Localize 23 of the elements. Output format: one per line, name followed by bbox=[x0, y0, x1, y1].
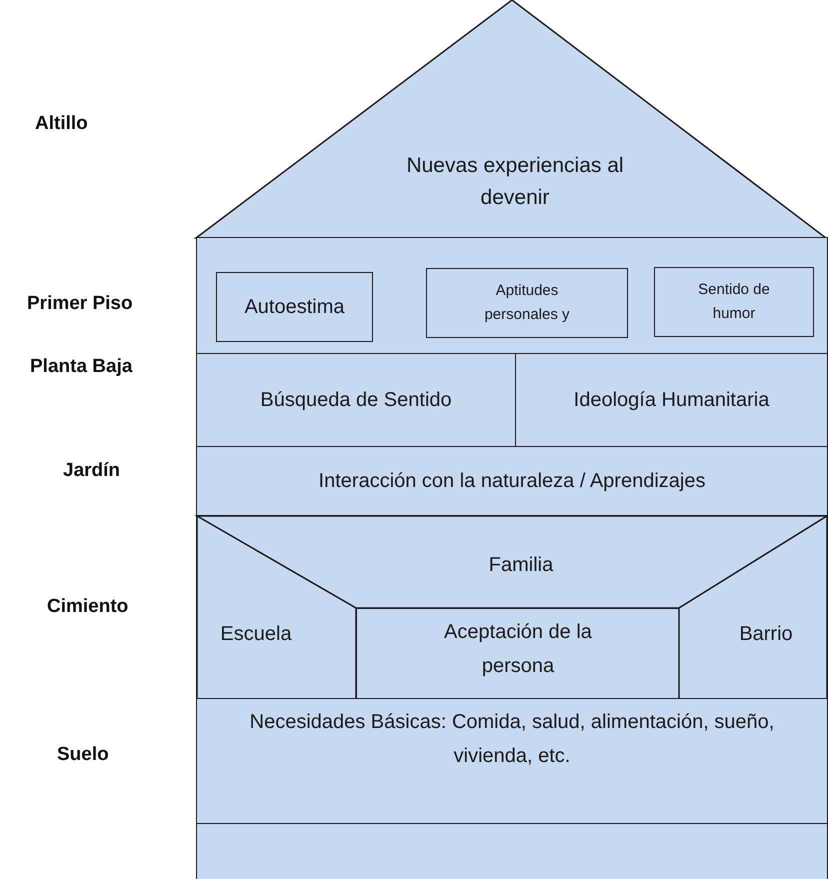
floor-label: Primer Piso bbox=[27, 293, 133, 315]
text-box: Aptitudes personales y bbox=[426, 268, 628, 338]
section-text: Barrio bbox=[738, 622, 794, 647]
floor-label: Planta Baja bbox=[30, 356, 132, 378]
floor-band bbox=[196, 237, 828, 354]
floor-label: Altillo bbox=[35, 113, 88, 135]
floor-band bbox=[196, 823, 828, 879]
section-text: Escuela bbox=[219, 622, 293, 647]
floor-section: Aceptación de la persona bbox=[356, 608, 680, 700]
floor-section: Interacción con la naturaleza / Aprendizajes bbox=[196, 446, 828, 516]
section-text: Familia bbox=[488, 553, 554, 578]
roof-section bbox=[196, 0, 828, 238]
floor-label: Cimiento bbox=[47, 596, 128, 618]
floor-label: Suelo bbox=[57, 744, 109, 766]
floor-band bbox=[196, 515, 828, 699]
text-box: Sentido de humor bbox=[654, 267, 814, 337]
floor-section bbox=[679, 516, 828, 700]
text-box: Autoestima bbox=[216, 272, 373, 342]
floor-section: Ideología Humanitaria bbox=[515, 353, 828, 447]
section-text: Nuevas experiencias al devenir bbox=[405, 153, 625, 211]
floor-label: Jardín bbox=[63, 460, 120, 482]
floor-section bbox=[197, 516, 357, 700]
floor-section: Búsqueda de Sentido bbox=[196, 353, 516, 447]
